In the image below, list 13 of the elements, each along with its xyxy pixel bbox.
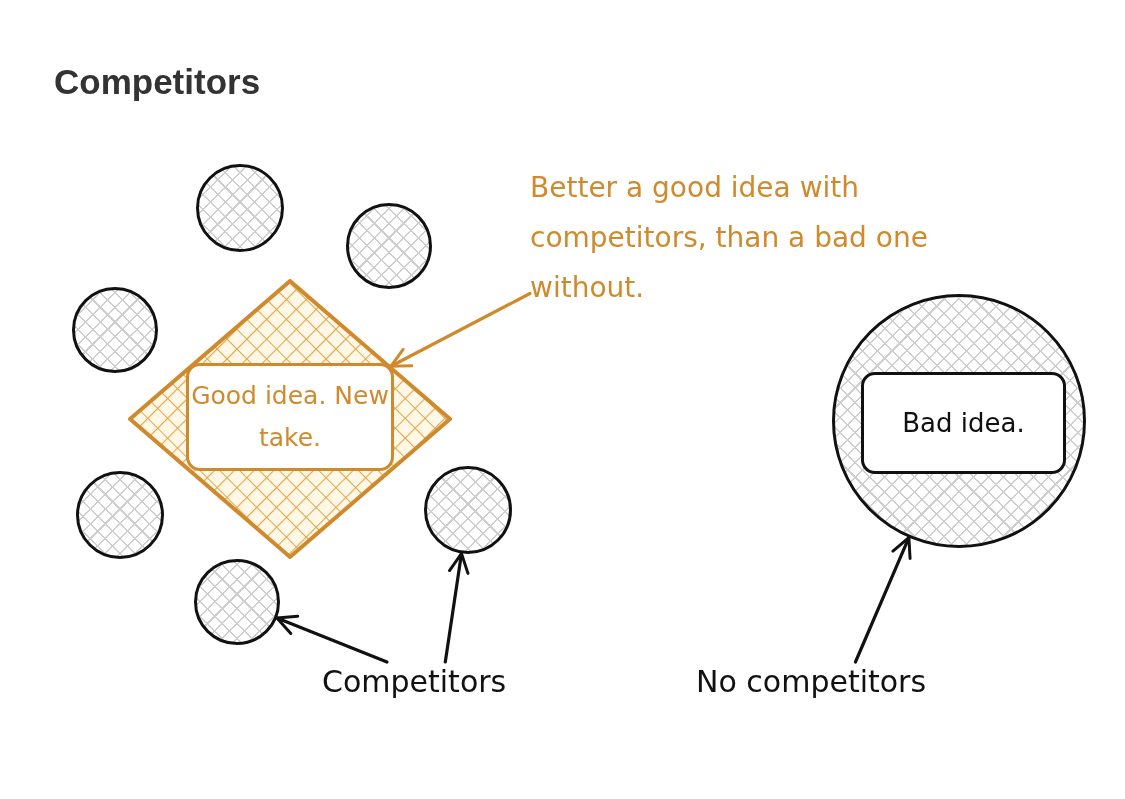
- arrow: [389, 291, 532, 368]
- annotation-text: Better a good idea with competitors, than a bad one without.: [530, 170, 929, 306]
- annotation-text: No competitors: [696, 663, 928, 701]
- box-text: Bad idea.: [902, 407, 1025, 440]
- diamond: [128, 279, 452, 559]
- text-box: [861, 372, 1066, 474]
- box-text: Good idea. New take.: [190, 380, 390, 454]
- arrow: [853, 536, 912, 664]
- text-box: [186, 363, 394, 471]
- arrow: [443, 551, 470, 664]
- annotation-text: Competitors: [322, 663, 508, 701]
- title: Competitors: [54, 62, 261, 102]
- arrow: [275, 614, 389, 664]
